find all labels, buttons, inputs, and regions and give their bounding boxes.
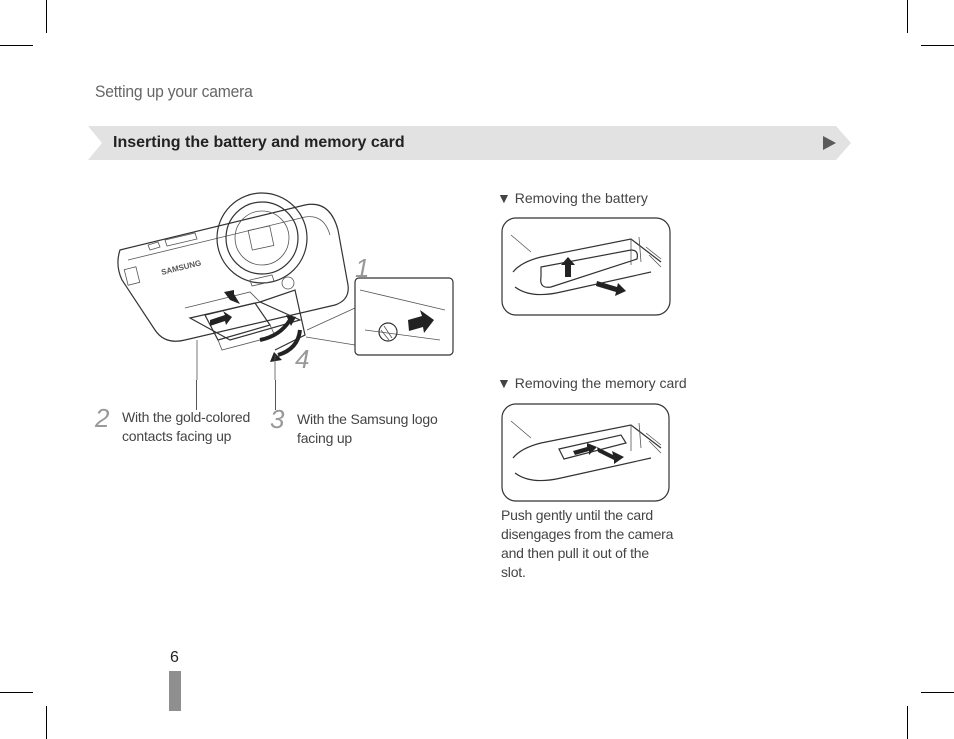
step-3-line-2: facing up [297, 430, 353, 446]
removing-battery-illustration [501, 217, 671, 316]
crop-mark-bottom-right-v [907, 706, 908, 739]
step-2-line-1: With the gold-colored [122, 409, 251, 425]
crop-mark-bottom-left-h [0, 692, 33, 693]
leader-line-3 [275, 380, 276, 410]
crop-mark-top-left-h [0, 45, 33, 46]
callout-number-1: 1 [355, 253, 369, 283]
crop-mark-bottom-right-h [921, 692, 954, 693]
leader-line-2 [196, 380, 197, 410]
camera-battery-illustration: SAMSUNG 1 4 [117, 192, 454, 380]
removing-card-line-3: and then pull it out of the [501, 545, 649, 561]
removing-battery-heading: ▼ Removing the battery [497, 190, 648, 206]
step-number-3: 3 [270, 404, 285, 434]
crop-mark-top-right-v [907, 0, 908, 33]
callout-number-4: 4 [295, 344, 309, 374]
page-number: 6 [170, 649, 179, 666]
removing-card-illustration [501, 403, 670, 502]
page-number-bar [169, 671, 181, 711]
step-2-line-2: contacts facing up [122, 428, 232, 444]
removing-card-line-4: slot. [501, 564, 526, 580]
banner-title: Inserting the battery and memory card [113, 134, 405, 151]
step-number-2: 2 [95, 403, 110, 433]
step-2-caption: With the gold-colored contacts facing up [122, 408, 250, 446]
removing-card-line-1: Push gently until the card [501, 507, 654, 523]
brand-logo: SAMSUNG [160, 258, 202, 277]
step-3-line-1: With the Samsung logo [297, 411, 438, 427]
arrow-right-icon [823, 136, 836, 150]
section-title: Setting up your camera [95, 82, 253, 101]
removing-card-text: Push gently until the card disengages fr… [501, 506, 673, 582]
crop-mark-top-right-h [921, 45, 954, 46]
crop-mark-top-left-v [46, 0, 47, 33]
removing-card-line-2: disengages from the camera [501, 526, 674, 542]
step-3-caption: With the Samsung logo facing up [297, 410, 438, 448]
section-banner [88, 126, 851, 160]
crop-mark-bottom-left-v [46, 706, 47, 739]
removing-card-heading: ▼ Removing the memory card [497, 375, 687, 391]
